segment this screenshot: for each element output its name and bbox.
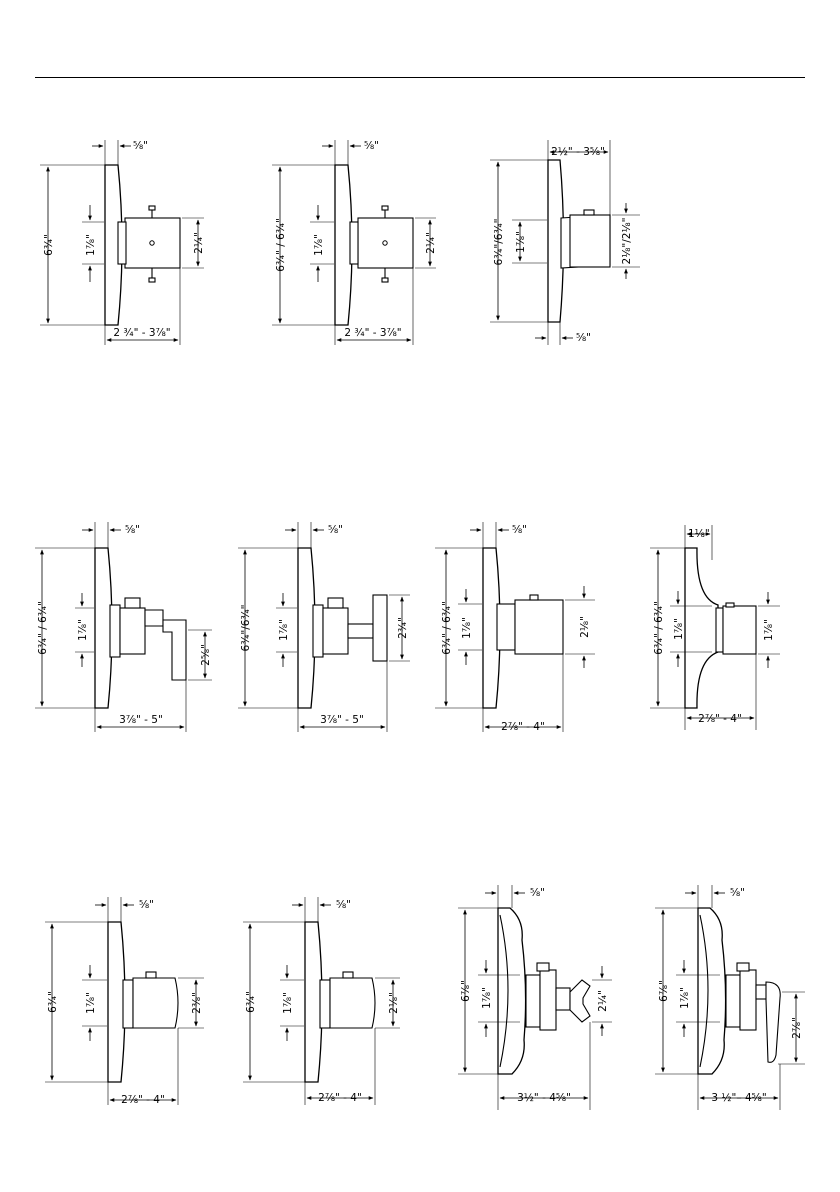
top-width-label: 1⅛" <box>688 528 710 540</box>
depth-label: 2 ¾" - 3⅞" <box>344 327 401 339</box>
depth-label: 2½" - 3⅝" <box>551 146 605 158</box>
plate-height-label: 6⅞" <box>658 980 670 1002</box>
plate-height-label: 6¾"/6¾" <box>240 605 252 652</box>
side-height-label: 2⅛"/2⅛" <box>621 218 633 265</box>
inner-height-label: 1⅞" <box>85 234 97 256</box>
top-width-label: ⅝" <box>512 524 527 536</box>
side-height-label: 2⅛" <box>388 992 400 1014</box>
top-width-label: ⅝" <box>328 524 343 536</box>
inner-height-label: 1⅞" <box>461 617 473 639</box>
plate-height-label: 6¾" / 6¾" <box>275 218 287 272</box>
depth-label: 3⅞" - 5" <box>320 714 364 726</box>
depth-label: 2⅞" - 4" <box>501 721 545 733</box>
inner-height-label: 1⅞" <box>77 619 89 641</box>
top-width-label: ⅝" <box>364 140 379 152</box>
side-height-label: 2¼" <box>425 232 437 254</box>
plate-height-label: 6¾" <box>245 991 257 1013</box>
inner-height-label: 1⅞" <box>313 234 325 256</box>
inner-height-label: 1⅞" <box>679 987 691 1009</box>
inner-height-label: 1⅞" <box>282 992 294 1014</box>
diagram-8: 6¾" 1⅞" 2⅜" 2⅞" - 4" ⅝" <box>45 897 204 1106</box>
top-width-label: ⅝" <box>730 887 745 899</box>
diagram-1: 6¾" 1⅞" 2¼" 2 ¾" - 3⅞" ⅝" <box>40 140 205 345</box>
plate-height-label: 6¾" <box>47 991 59 1013</box>
depth-label: 3 ½"– 4⅝" <box>711 1092 766 1104</box>
plate-height-label: 6⅞" <box>460 980 472 1002</box>
side-height-label: 2⅜" <box>191 992 203 1014</box>
inner-height-label: 1⅞" <box>278 619 290 641</box>
top-width-label: ⅝" <box>125 524 140 536</box>
side-height-label: 2⅞" <box>791 1017 803 1039</box>
top-width-label: ⅝" <box>133 140 148 152</box>
depth-label: 3½" - 4⅝" <box>517 1092 571 1104</box>
diagram-11: 6⅞" 1⅞" 2⅞" 3 ½"– 4⅝" ⅝" <box>655 885 805 1110</box>
plate-height-label: 6¾" <box>43 234 55 256</box>
side-height-label: 2¼" <box>193 232 205 254</box>
inner-height-label: 1⅞" <box>673 618 685 640</box>
diagram-6: 6¾" / 6¾" 1⅞" 2⅛" 2⅞" - 4" ⅝" <box>435 522 595 733</box>
plate-height-label: 6¾" / 6¾" <box>653 601 665 655</box>
plate-height-label: 6¾" / 6¾" <box>37 601 49 655</box>
diagram-5: 6¾"/6¾" 1⅞" 2¾" 3⅞" - 5" ⅝" <box>238 522 410 732</box>
top-width-label: ⅝" <box>336 899 351 911</box>
side-height-label: 2¼" <box>597 990 609 1012</box>
depth-label: 2⅞" - 4" <box>698 713 742 725</box>
header-rule <box>35 77 805 78</box>
depth-label: 2⅞" - 4" <box>121 1094 165 1106</box>
inner-height-label: 1⅞" <box>85 992 97 1014</box>
diagram-4: 6¾" / 6¾" 1⅞" 2⅝" 3⅞" - 5" ⅝" <box>35 522 212 732</box>
top-width-label: ⅝" <box>576 332 591 344</box>
depth-label: 3⅞" - 5" <box>119 714 163 726</box>
plate-height-label: 6¾" / 6¾" <box>441 601 453 655</box>
plate-height-label: 6¾"/6¾" <box>493 219 505 266</box>
side-height-label: 2⅛" <box>579 616 591 638</box>
side-height-label: 2¾" <box>397 617 409 639</box>
diagram-3: 6¾"/6¾" 1⅞" 2⅛"/2⅛" 2½" - 3⅝" ⅝" <box>490 140 640 345</box>
inner-height-label: 1⅞" <box>481 987 493 1009</box>
diagram-10: 6⅞" 1⅞" 2¼" 3½" - 4⅝" ⅝" <box>458 885 612 1110</box>
depth-label: 2⅞" - 4" <box>318 1092 362 1104</box>
depth-label: 2 ¾" - 3⅞" <box>113 327 170 339</box>
side-height-label: 1⅞" <box>763 619 775 641</box>
diagram-9: 6¾" 1⅞" 2⅛" 2⅞" - 4" ⅝" <box>243 897 400 1105</box>
diagram-7: 6¾" / 6¾" 1⅞" 1⅞" 2⅞" - 4" 1⅛" <box>650 525 780 730</box>
top-width-label: ⅝" <box>530 887 545 899</box>
inner-height-label: 1⅞" <box>515 231 527 253</box>
top-width-label: ⅝" <box>139 899 154 911</box>
side-height-label: 2⅝" <box>200 644 212 666</box>
diagram-2: 6¾" / 6¾" 1⅞" 2¼" 2 ¾" - 3⅞" ⅝" <box>272 140 437 345</box>
